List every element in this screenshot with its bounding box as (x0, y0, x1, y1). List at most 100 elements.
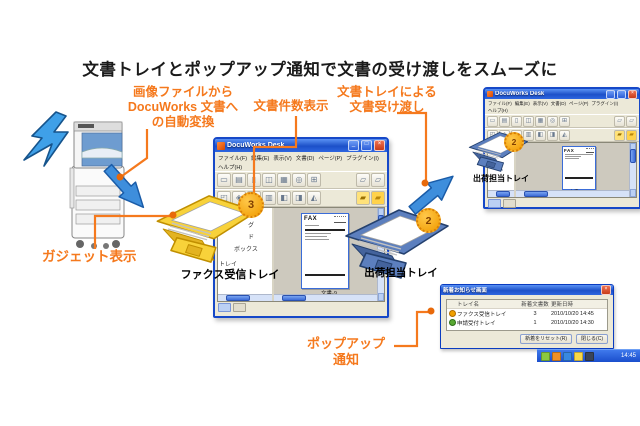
page-export-icon[interactable]: ◨ (292, 191, 306, 205)
menu-item[interactable]: 表示(V) (532, 100, 548, 106)
yellow-folder-icon[interactable]: ▰ (371, 191, 385, 205)
window-view-icon[interactable]: ◫ (523, 115, 534, 127)
list-tab[interactable] (233, 303, 246, 312)
title-bar[interactable]: DocuWorks Desk × (485, 89, 639, 99)
calendar-icon[interactable]: ▦ (277, 173, 291, 187)
tray-status-icon (448, 319, 456, 326)
vertical-scrollbar[interactable] (629, 143, 636, 197)
menu-item[interactable]: ヘルプ(H) (488, 107, 508, 113)
menu-bar: ファイル(F)編集(E)表示(V)文書(D)ページ(P)プラグイン(I) ヘルプ… (215, 152, 387, 171)
horizontal-scrollbar[interactable] (516, 190, 629, 197)
desk-tab[interactable] (488, 198, 501, 208)
document-pane[interactable]: FAX 文書-9 (516, 143, 636, 197)
fax-tray-gadget[interactable] (153, 192, 263, 268)
security-icon[interactable] (585, 351, 594, 361)
messenger-icon[interactable] (541, 351, 550, 361)
list-tab[interactable] (503, 198, 516, 208)
alert-icon[interactable] (552, 351, 561, 361)
horizontal-scrollbar[interactable] (488, 190, 514, 197)
desk-tab[interactable] (218, 303, 231, 312)
minimize-button[interactable]: _ (348, 140, 359, 151)
network-icon[interactable] (563, 351, 572, 361)
new-document-icon[interactable]: ▯ (511, 115, 522, 127)
callout-auto-convert: 画像ファイルから DocuWorks 文書へ の自動変換 (127, 85, 239, 129)
menu-item[interactable]: 編集(E) (514, 100, 530, 106)
thumbnail-grid-icon[interactable]: ⊞ (307, 173, 321, 187)
toolbar-row-1: ▭▤▯◫▦◎⊞ ▱▱ (215, 171, 387, 189)
menu-item[interactable]: ページ(P) (569, 100, 589, 106)
printer-icon[interactable]: ▤ (499, 115, 510, 127)
clipboard-a-icon[interactable]: ▱ (614, 115, 625, 127)
monitor-icon[interactable]: ▭ (217, 173, 231, 187)
shipping-tray-gadget[interactable] (342, 206, 454, 284)
close-popup-button[interactable]: 閉じる(C) (576, 333, 608, 344)
new-arrival-popup-window: 新着お知らせ画面 × トレイ名 新着文書数 更新日時 ファクス受信トレイ 3 2… (440, 284, 614, 349)
plugin-icon[interactable]: ◭ (307, 191, 321, 205)
yellow-folder-icon[interactable]: ▰ (626, 129, 637, 141)
fax-header-text: FAX (564, 148, 575, 153)
callout-doc-count: 文書件数表示 (253, 99, 329, 113)
menu-item[interactable]: 文書(D) (550, 100, 566, 106)
page-export-icon[interactable]: ◨ (547, 129, 558, 141)
new-document-count-badge: 2 (416, 208, 441, 233)
plugin-icon[interactable]: ◭ (559, 129, 570, 141)
reset-new-button[interactable]: 新着をリセット(R) (520, 333, 573, 344)
fax-meta-lines (586, 148, 594, 153)
new-count-cell: 1 (533, 319, 537, 326)
clipboard-a-icon[interactable]: ▱ (356, 173, 370, 187)
menu-row-1: ファイル(F)編集(E)表示(V)文書(D)ページ(P)プラグイン(I) (488, 100, 636, 107)
menu-item[interactable]: プラグイン(I) (346, 155, 379, 162)
menu-item[interactable]: 編集(E) (251, 155, 270, 162)
menu-item[interactable]: ファイル(F) (488, 100, 512, 106)
menu-item[interactable]: 文書(D) (295, 155, 315, 162)
page-title: 文書トレイとポップアップ通知で文書の受け渡しをスムーズに (82, 61, 558, 79)
new-document-icon[interactable]: ▯ (247, 173, 261, 187)
fax-document-thumbnail[interactable]: FAX (301, 213, 349, 289)
title-bar[interactable]: DocuWorks Desk _ □ × (215, 139, 387, 152)
printer-icon[interactable]: ▤ (232, 173, 246, 187)
annotation-note-icon[interactable]: ▰ (614, 129, 625, 141)
fax-header-text: FAX (304, 216, 318, 222)
table-row[interactable]: ファクス受信トレイ 3 2010/10/20 14:45 (447, 309, 607, 318)
binoculars-search-icon[interactable]: ◎ (547, 115, 558, 127)
column-new-count: 新着文書数 (521, 302, 549, 308)
maximize-button[interactable] (617, 89, 626, 99)
menu-item[interactable]: 表示(V) (273, 155, 292, 162)
title-bar[interactable]: 新着お知らせ画面 × (441, 285, 613, 295)
horizontal-scrollbar[interactable] (218, 294, 272, 301)
close-button[interactable]: × (601, 285, 611, 295)
menu-item[interactable]: ファイル(F) (218, 155, 248, 162)
binoculars-search-icon[interactable]: ◎ (292, 173, 306, 187)
annotation-note-icon[interactable]: ▰ (356, 191, 370, 205)
clipboard-b-icon[interactable]: ▱ (626, 115, 637, 127)
close-button[interactable]: × (628, 89, 637, 99)
table-row[interactable]: 申請受付トレイ 1 2010/10/20 14:30 (447, 318, 607, 327)
menu-item[interactable]: ヘルプ(H) (218, 164, 243, 171)
fax-tray-label: ファクス受信トレイ (180, 269, 280, 281)
windows-taskbar[interactable]: 14:45 (537, 349, 640, 362)
page-import-icon[interactable]: ◧ (277, 191, 291, 205)
shipping-tray-label: 出荷担当トレイ (364, 267, 438, 279)
tray-name-cell: ファクス受信トレイ (457, 311, 507, 318)
maximize-button[interactable]: □ (361, 140, 372, 151)
monitor-icon[interactable]: ▭ (487, 115, 498, 127)
close-button[interactable]: × (374, 140, 385, 151)
menu-item[interactable]: ページ(P) (318, 155, 343, 162)
stack-icon[interactable]: ▥ (262, 191, 276, 205)
page-import-icon[interactable]: ◧ (535, 129, 546, 141)
calendar-icon[interactable]: ▦ (535, 115, 546, 127)
folder-pane-text: トレイ (219, 262, 238, 268)
column-updated: 更新日時 (551, 302, 574, 308)
document-pane[interactable]: FAX 文書-9 (274, 208, 384, 301)
new-document-count-badge: 3 (238, 192, 264, 218)
window-view-icon[interactable]: ◫ (262, 173, 276, 187)
docuworks-tray-icon[interactable] (574, 351, 583, 361)
horizontal-scrollbar[interactable] (274, 294, 377, 301)
fax-document-thumbnail[interactable]: FAX (562, 146, 596, 190)
menu-item[interactable]: プラグイン(I) (591, 100, 619, 106)
stack-icon[interactable]: ▥ (523, 129, 534, 141)
minimize-button[interactable] (606, 89, 615, 99)
clipboard-b-icon[interactable]: ▱ (371, 173, 385, 187)
thumbnail-grid-icon[interactable]: ⊞ (559, 115, 570, 127)
